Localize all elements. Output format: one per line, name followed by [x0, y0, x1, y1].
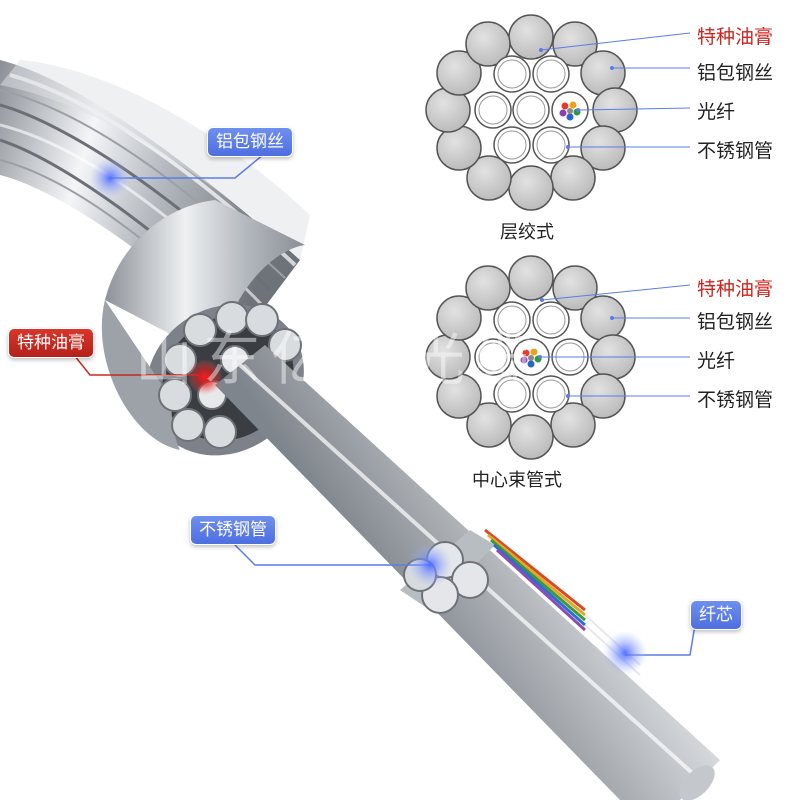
diagram-top-cross-section	[425, 14, 638, 211]
top-caption: 层绞式	[500, 222, 554, 243]
bottom-label-aluminum-wire: 铝包钢丝	[697, 311, 774, 333]
top-label-fiber: 光纤	[697, 101, 736, 123]
callout-grease: 特种油膏	[8, 328, 94, 358]
fiber-bundle	[484, 528, 641, 676]
watermark-text: 山东亿博光缆	[135, 325, 544, 393]
callout-fiber-core: 纤芯	[690, 600, 742, 630]
bottom-label-grease: 特种油膏	[697, 278, 774, 300]
top-label-grease: 特种油膏	[697, 26, 774, 48]
callout-steel-tube: 不锈钢管	[190, 515, 276, 545]
callout-aluminum-wire: 铝包钢丝	[207, 127, 293, 157]
glow-steel-tube	[408, 543, 452, 587]
leader-line-grease	[69, 349, 200, 376]
bottom-caption: 中心束管式	[472, 470, 562, 491]
diagram-bottom-leaders	[540, 284, 691, 397]
diagram-top-leaders	[540, 32, 691, 148]
glow-fiber-core	[603, 631, 647, 675]
glow-aluminum-wire	[90, 158, 130, 198]
bottom-label-steel-tube: 不锈钢管	[697, 389, 774, 411]
bottom-label-fiber: 光纤	[697, 350, 736, 372]
glow-grease	[187, 359, 223, 395]
top-label-aluminum-wire: 铝包钢丝	[697, 62, 774, 84]
top-label-steel-tube: 不锈钢管	[697, 140, 774, 162]
